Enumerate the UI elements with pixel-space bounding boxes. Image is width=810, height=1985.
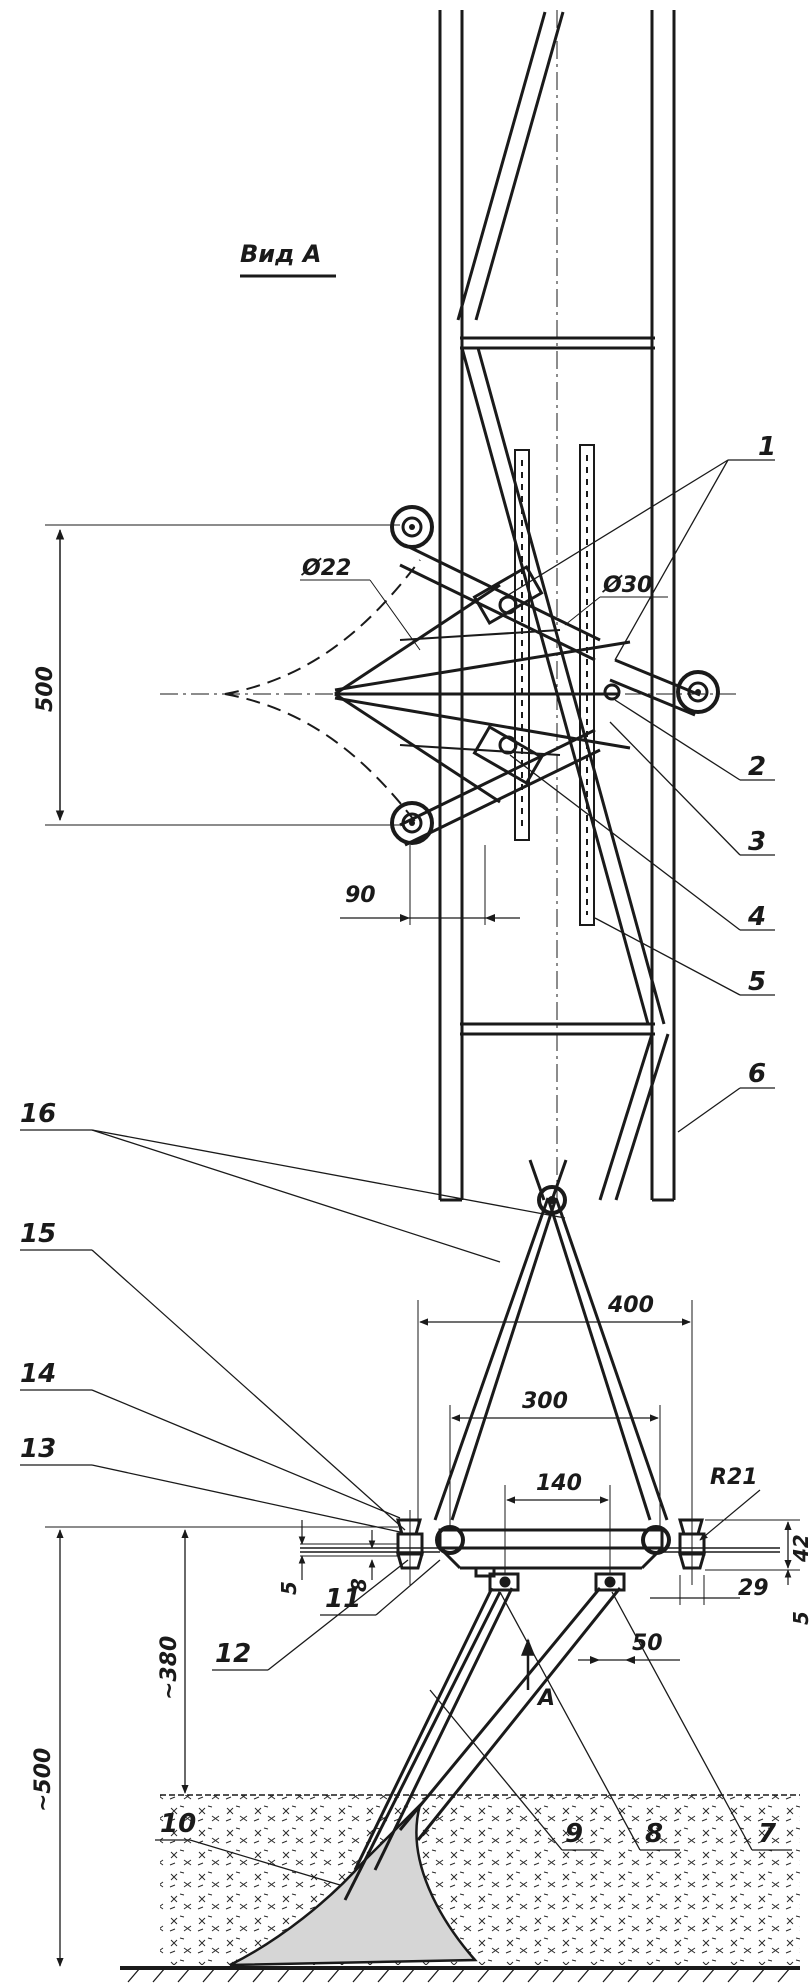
view-a-top: Вид А [33,10,776,1202]
wheel-lower [390,801,434,845]
dim-r21-label: R21 [710,1465,758,1490]
dim-90-label: 90 [345,883,376,908]
callout-leaders-top [499,459,775,1133]
side-view: A 400 300 140 R21 42 5 8 [20,1099,810,1983]
view-arrow-a-label: A [536,1686,555,1711]
dim-d30-label: Ø30 [601,573,652,598]
callout-leaders-bottom [20,1129,792,1886]
callout-1: 1 [758,432,776,462]
callout-8: 8 [645,1819,663,1849]
dim-500b-label: ~500 [31,1748,56,1812]
dim-5b-label: 5 [789,1611,810,1625]
apex-roller [537,1185,567,1215]
callout-14: 14 [20,1359,56,1389]
dim-140-label: 140 [536,1471,582,1496]
callout-16: 16 [20,1099,56,1129]
callout-13: 13 [20,1434,56,1464]
dim-5a-label: 5 [277,1581,301,1595]
callout-9: 9 [565,1819,583,1849]
dim-300-label: 300 [522,1389,568,1414]
brackets [474,1566,626,1592]
dim-8-label: 8 [347,1578,371,1592]
callout-4: 4 [747,902,766,932]
dim-50-label: 50 [632,1631,663,1656]
soil-layer [160,1795,800,1965]
pivot-bolts [498,595,621,755]
diagonal-braces [456,11,670,1201]
dim-400-label: 400 [607,1293,654,1318]
wheel-right [676,670,720,714]
base-beam [300,1528,780,1570]
callout-12: 12 [215,1639,251,1669]
callout-10: 10 [160,1809,196,1839]
callout-3: 3 [748,827,766,857]
wheel-upper [390,505,434,549]
callout-15: 15 [20,1219,56,1249]
tower-rails [438,10,676,1202]
dim-380-label: ~380 [157,1636,182,1700]
callout-5: 5 [748,967,766,997]
dim-d22-label: Ø22 [300,556,351,581]
ground-hatching [127,1967,791,1983]
dim-500-label: 500 [33,666,58,712]
callout-2: 2 [748,752,766,782]
callout-6: 6 [748,1059,766,1089]
callout-7: 7 [758,1819,777,1849]
view-title: Вид А [240,240,321,268]
dim-29-label: 29 [738,1576,769,1601]
runner-blade-outline [224,559,421,829]
plough-legs [343,1587,622,1901]
callout-11: 11 [325,1584,361,1614]
slotted-bars [514,444,595,926]
dim-42-label: 42 [789,1534,810,1563]
